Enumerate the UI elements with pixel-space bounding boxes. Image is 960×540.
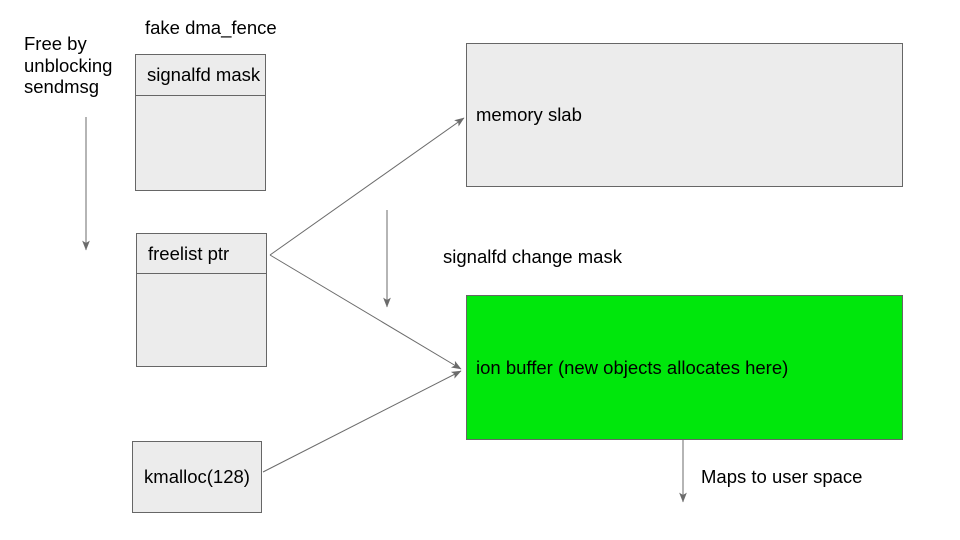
box-memory-slab-label: memory slab [476,104,582,126]
box-kmalloc-128: kmalloc(128) [132,441,262,513]
box-signalfd-mask-header: signalfd mask [136,55,265,96]
note-maps-to-user-space: Maps to user space [701,466,863,487]
note-free-by-unblocking-sendmsg: Free by unblocking sendmsg [24,33,113,97]
box-signalfd-mask-label: signalfd mask [147,64,261,86]
box-kmalloc-128-label: kmalloc(128) [144,466,250,488]
note-signalfd-change-mask: signalfd change mask [443,246,622,267]
box-freelist-ptr-header: freelist ptr [137,234,266,274]
box-signalfd-mask: signalfd mask [135,54,266,191]
box-memory-slab: memory slab [466,43,903,187]
arrow-kmalloc-to-ion-buffer [262,370,462,473]
arrow-freelist-to-ion-buffer [269,254,462,370]
note-fake-dma-fence: fake dma_fence [145,17,277,38]
box-ion-buffer-label: ion buffer (new objects allocates here) [476,356,789,378]
arrow-freelist-to-memory-slab [269,117,465,256]
box-freelist-ptr: freelist ptr [136,233,267,367]
box-freelist-ptr-label: freelist ptr [148,242,230,264]
box-ion-buffer: ion buffer (new objects allocates here) [466,295,903,440]
